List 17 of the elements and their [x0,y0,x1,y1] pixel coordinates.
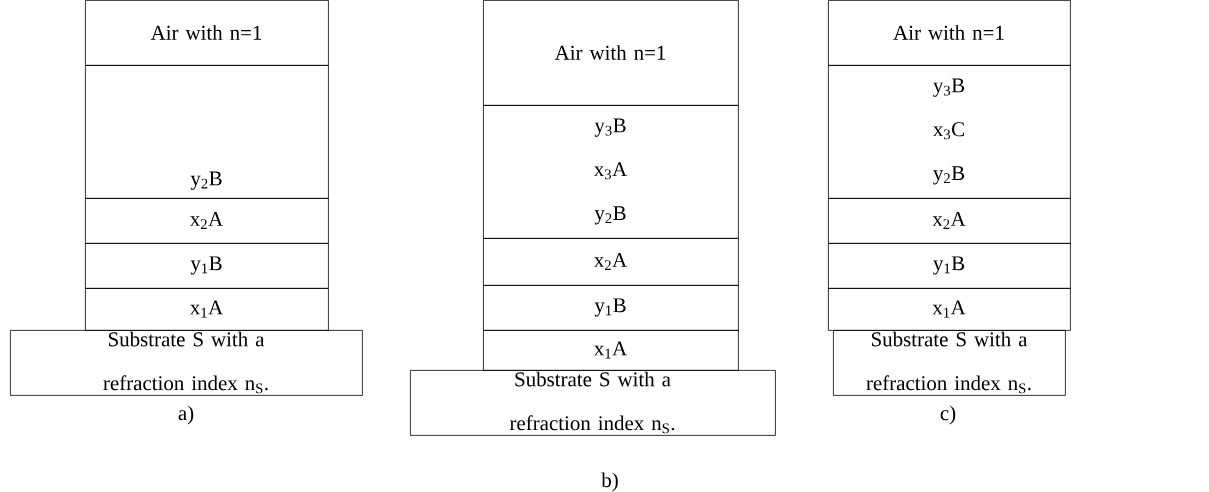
layer-cell: Air with n=1 [828,0,1071,66]
layer-cell: y$_{1}$B [483,285,739,331]
layer-cell: Substrate S with a refraction index n$_{S}$. [10,330,363,396]
layer-cell: y$_{1}$B [828,243,1071,289]
layer-cell: Substrate S with a refraction index n$_{S}$. [833,330,1066,396]
layer-cell: x$_{2}$A [85,198,329,244]
layer-cell: x$_{2}$A [483,238,739,286]
layer-cell: Air with n=1 [85,0,329,66]
layer-cell: y$_{1}$B [85,243,329,289]
layer-cell: Substrate S with a refraction index n$_{S}$. [410,370,776,436]
layer-cell: y$_{2}$B [85,65,329,199]
panel-label: b) [601,472,618,492]
layer-cell: x$_{2}$A [828,198,1071,244]
layer-cell: Air with n=1 [483,0,739,106]
layer-cell: x$_{1}$A [828,288,1071,331]
layer-cell: x$_{1}$A [85,288,329,331]
layer-cell: x$_{1}$A [483,330,739,371]
